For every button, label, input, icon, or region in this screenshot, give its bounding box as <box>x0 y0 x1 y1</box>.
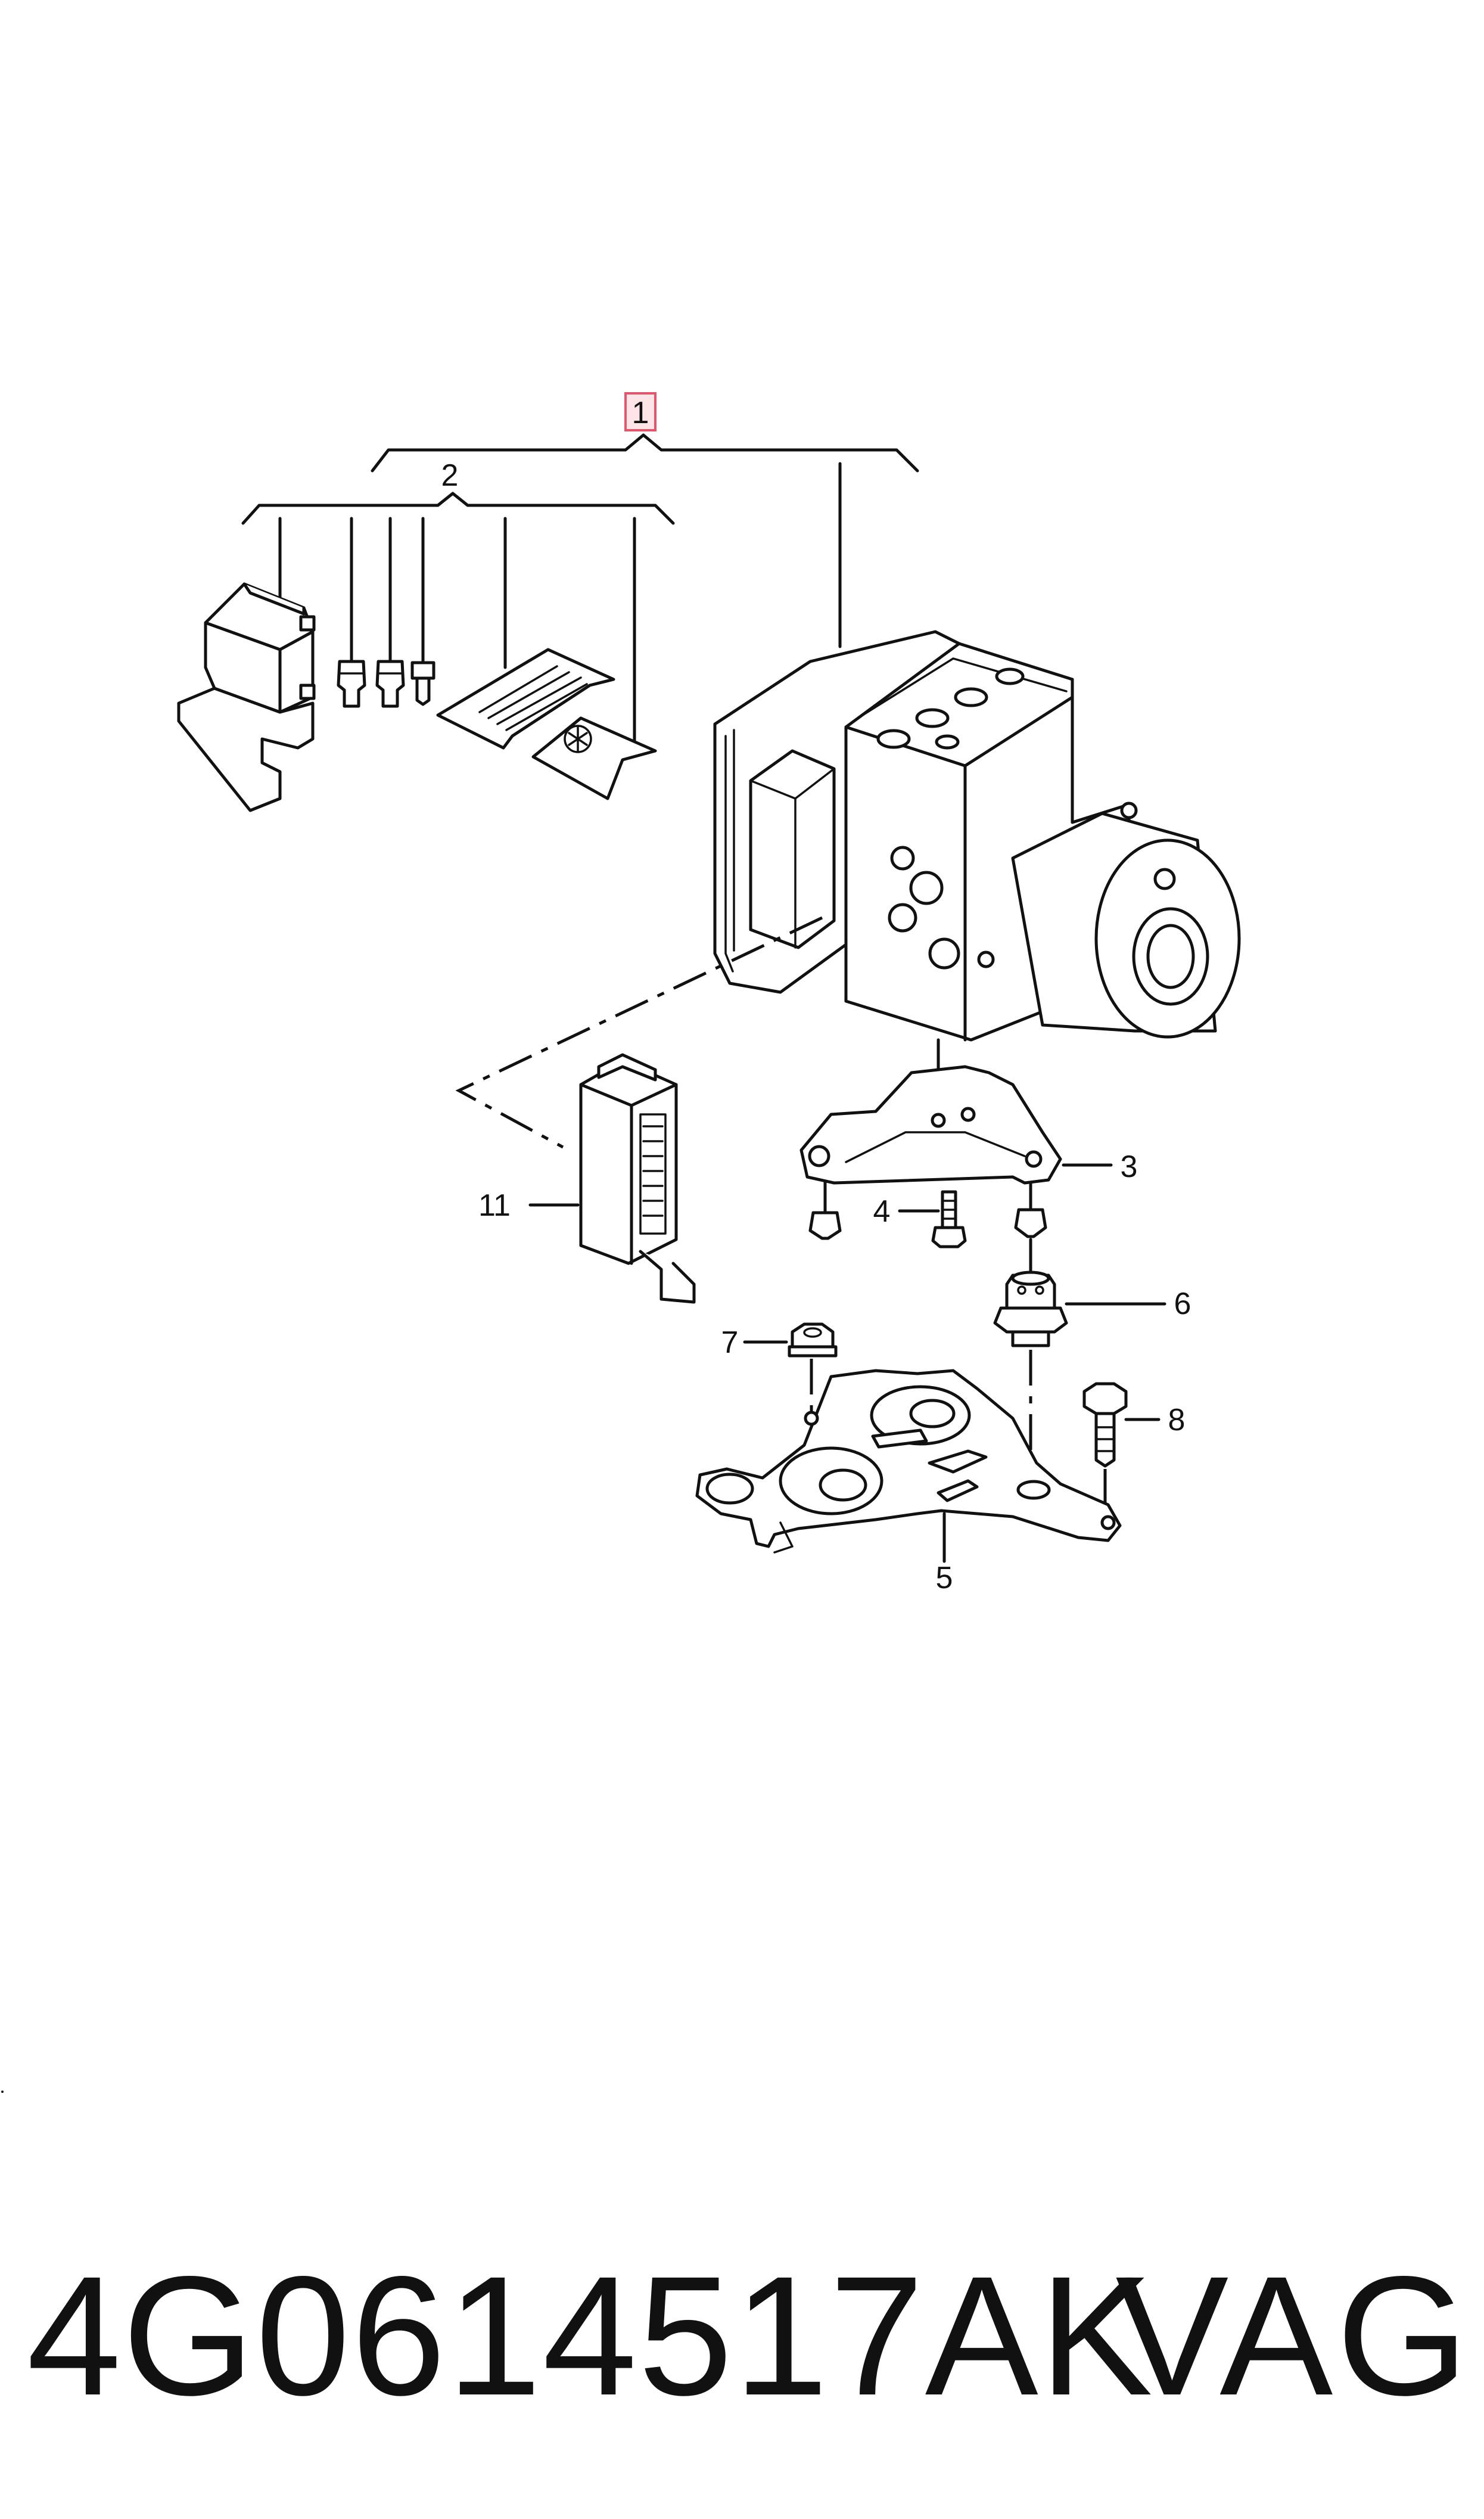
callout-7[interactable]: 7 <box>721 1325 739 1360</box>
bolt-8 <box>1082 1382 1128 1468</box>
label-sticker <box>531 716 657 800</box>
instruction-sheet <box>436 648 615 750</box>
callout-4[interactable]: 4 <box>873 1194 891 1229</box>
callout-1-highlight <box>624 392 657 431</box>
upper-bracket <box>799 1065 1062 1185</box>
callout-8[interactable]: 8 <box>1168 1403 1186 1437</box>
abs-hydraulic-unit <box>713 630 1241 1042</box>
bolt-4 <box>931 1190 967 1248</box>
electrical-connector <box>579 1053 696 1304</box>
caption-bar: 4G0614517AK VAG <box>0 2247 1484 2425</box>
screw-b <box>375 660 405 708</box>
small-bolt <box>410 661 435 706</box>
callout-2[interactable]: 2 <box>441 458 459 493</box>
brace-2 <box>241 492 675 525</box>
screw-a <box>337 660 366 708</box>
brace-1 <box>371 433 919 473</box>
control-unit-module <box>177 582 316 812</box>
connector-dash-line <box>455 916 823 1149</box>
part-number: 4G0614517AK <box>27 2241 1154 2431</box>
bracket-stud-right <box>1014 1181 1047 1238</box>
callout-11[interactable]: 11 <box>478 1188 511 1223</box>
bracket-stud-left <box>808 1181 842 1240</box>
flange-nut <box>788 1322 838 1358</box>
callout-6[interactable]: 6 <box>1174 1287 1191 1321</box>
edge-mark <box>1 2091 4 2093</box>
callout-5[interactable]: 5 <box>936 1561 953 1595</box>
callout-3[interactable]: 3 <box>1121 1150 1138 1184</box>
callout-1[interactable]: 1 <box>632 396 649 430</box>
lower-mounting-plate <box>695 1369 1122 1554</box>
brand-label: VAG <box>1115 2241 1472 2431</box>
rubber-mount <box>993 1271 1068 1347</box>
